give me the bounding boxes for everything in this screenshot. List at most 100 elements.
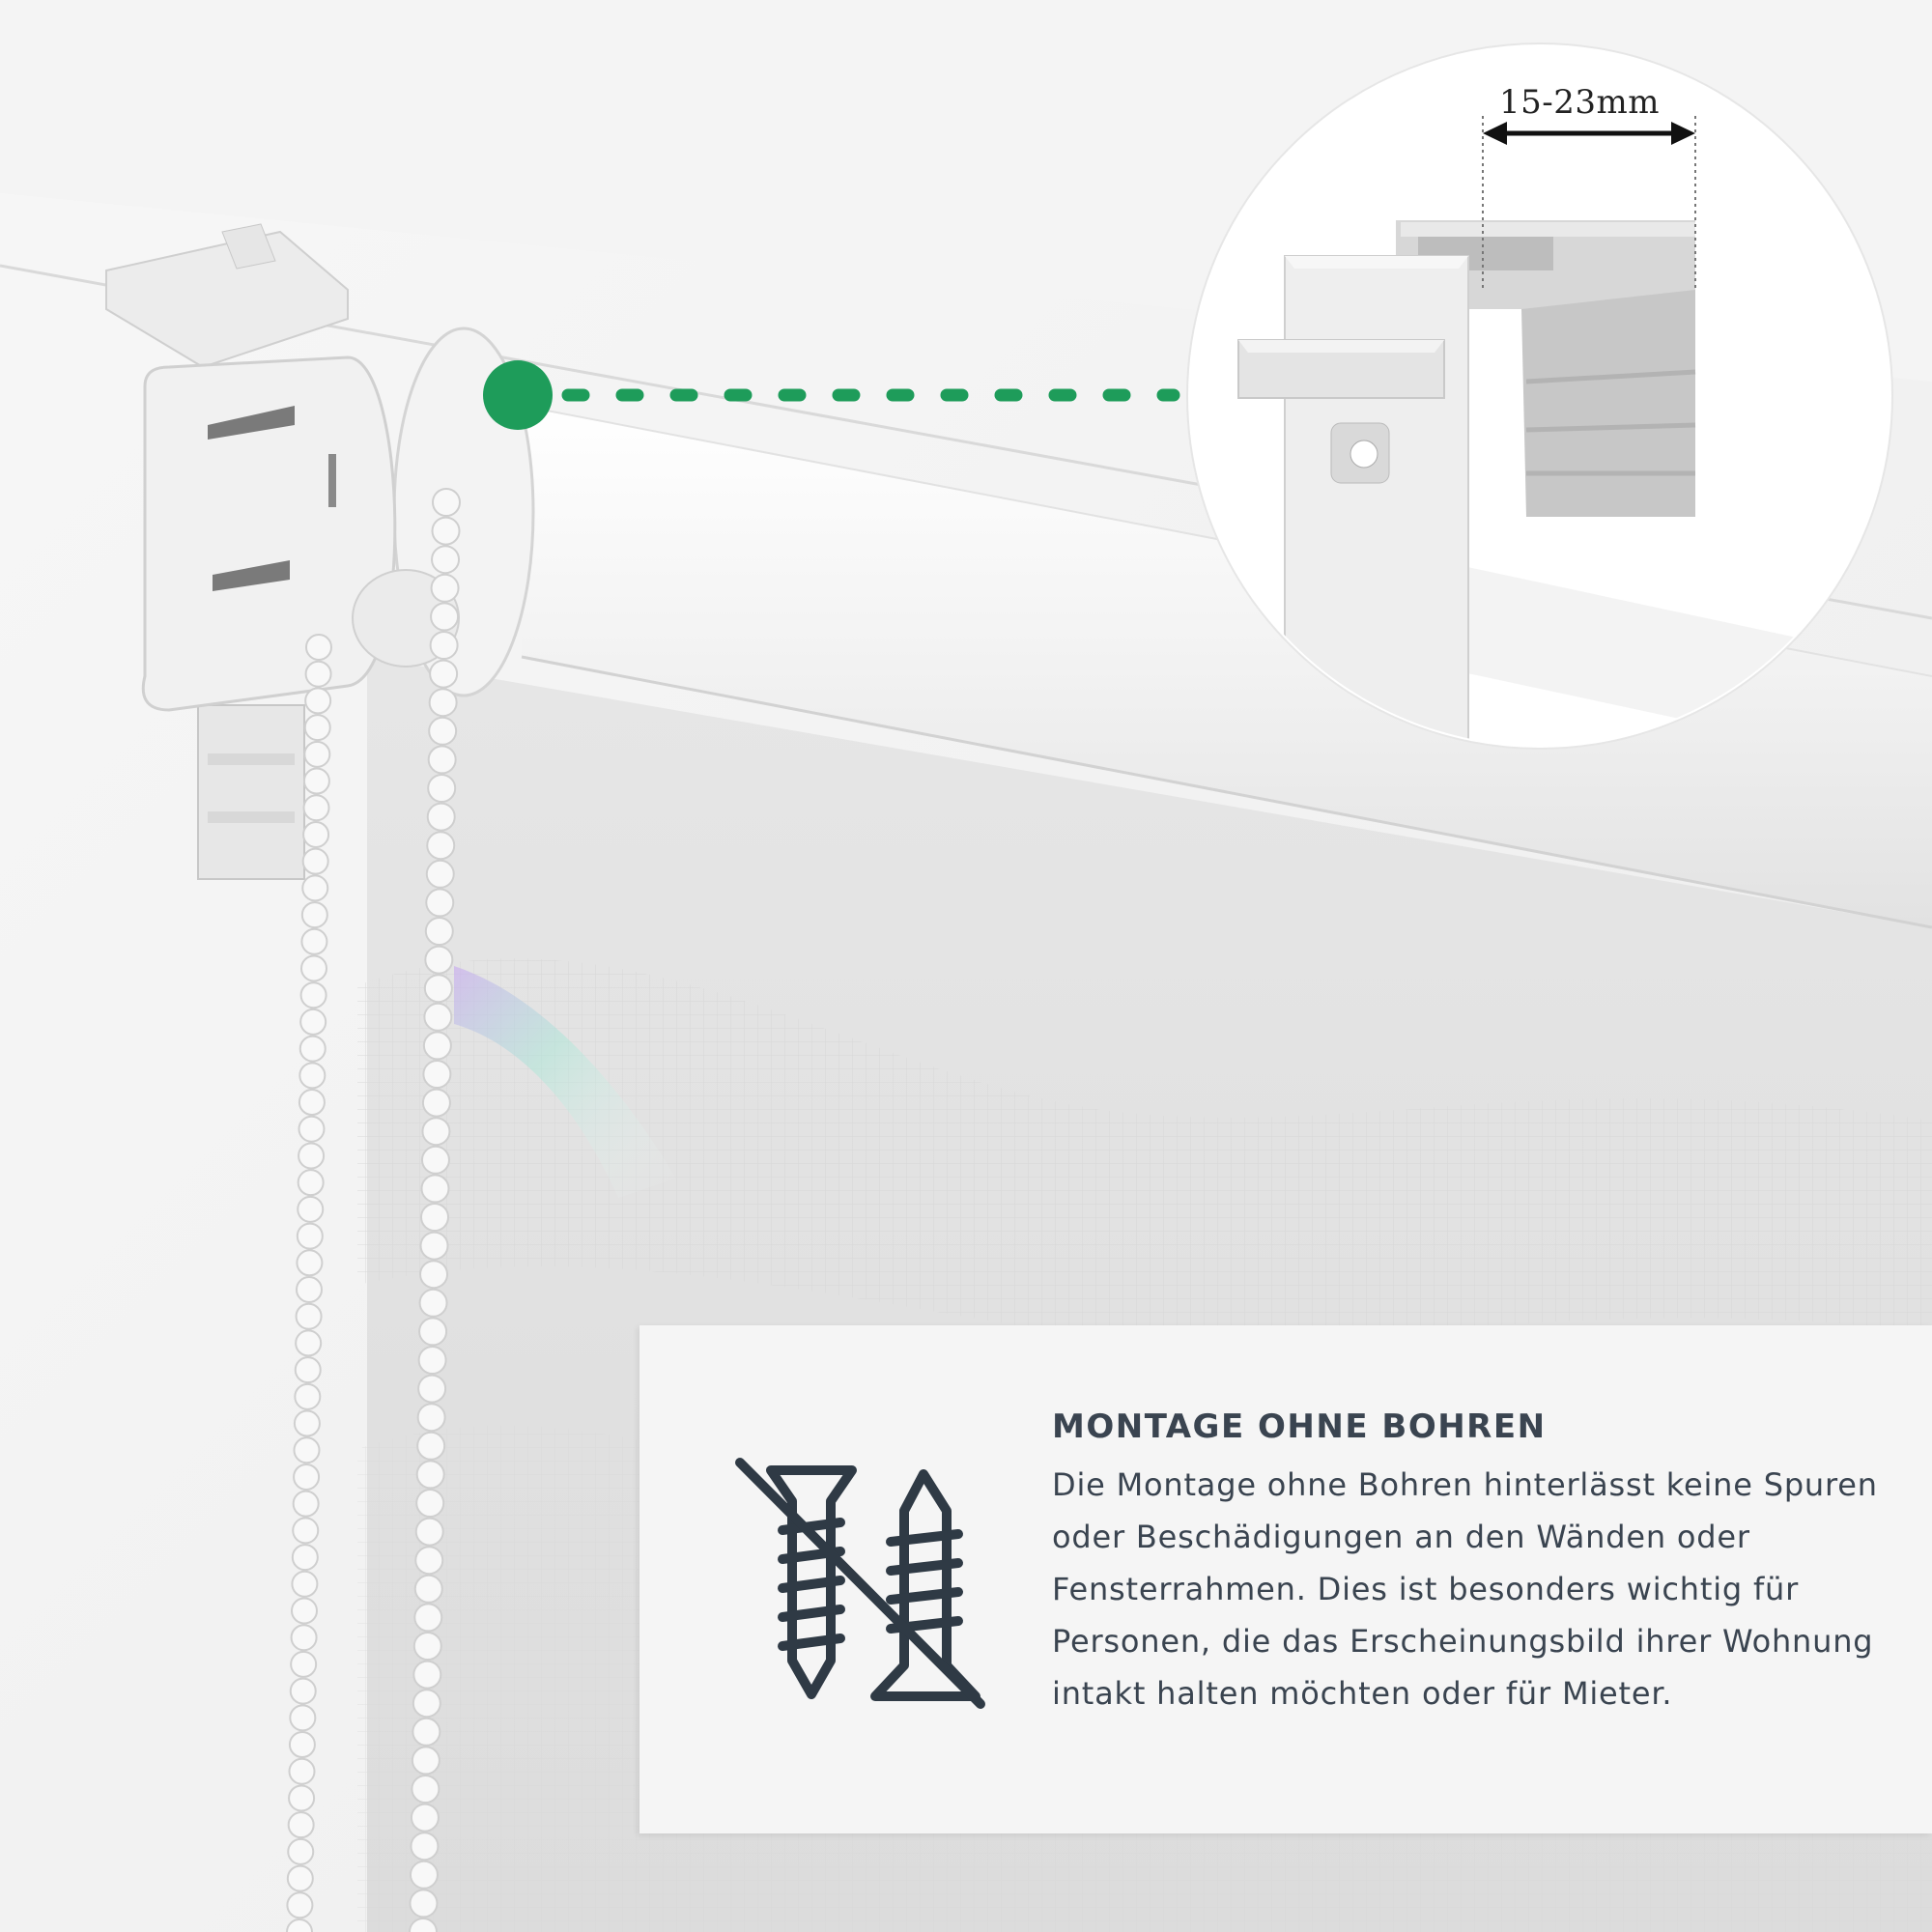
chain-bead (298, 1089, 326, 1117)
chain-bead (287, 1837, 315, 1865)
chain-bead (300, 927, 328, 955)
chain-bead (419, 1231, 449, 1261)
chain-bead (430, 602, 460, 632)
chain-bead (299, 981, 327, 1009)
chain-bead (412, 1689, 441, 1719)
chain-bead (409, 1889, 439, 1918)
chain-bead (418, 1288, 448, 1318)
chain-bead (417, 1374, 447, 1404)
chain-bead (303, 714, 331, 742)
chain-bead (429, 659, 459, 689)
chain-bead (412, 1632, 442, 1661)
info-card: MONTAGE OHNE BOHREN Die Montage ohne Boh… (639, 1325, 1932, 1833)
chain-bead (290, 1650, 318, 1678)
chain-bead (286, 1864, 314, 1892)
chain-bead (428, 716, 458, 746)
connector-dot (483, 360, 553, 430)
chain-bead (421, 1088, 451, 1118)
chain-bead (296, 1222, 324, 1250)
chain-bead (289, 1677, 317, 1705)
chain-bead (429, 631, 459, 660)
chain-bead (305, 634, 332, 661)
chain-bead (416, 1403, 446, 1433)
chain-bead (432, 488, 461, 517)
chain-bead (293, 1463, 321, 1491)
chain-bead (287, 1811, 315, 1839)
chain-bead (409, 1918, 438, 1932)
chain-bead (409, 1860, 439, 1889)
chain-bead (291, 1570, 319, 1598)
chain-bead (417, 1346, 447, 1375)
chain-bead (415, 1489, 445, 1518)
chain-bead (411, 1775, 440, 1804)
chain-bead (410, 1832, 440, 1861)
chain-bead (427, 774, 457, 803)
chain-bead (288, 1784, 316, 1812)
chain-bead (300, 954, 327, 982)
chain-bead (295, 1329, 323, 1357)
chain-bead (296, 1249, 324, 1277)
chain-bead (302, 820, 330, 848)
chain-bead (423, 974, 453, 1004)
chain-bead (302, 767, 330, 795)
chain-bead (410, 1803, 440, 1833)
chain-bead (293, 1436, 321, 1464)
chain-bead (297, 1169, 325, 1197)
chain-bead (421, 1117, 451, 1147)
chain-bead (289, 1704, 317, 1732)
chain-bead (413, 1574, 443, 1604)
chain-bead (419, 1260, 449, 1290)
chain-bead (286, 1891, 314, 1919)
chain-bead (288, 1757, 316, 1785)
chain-bead (418, 1317, 448, 1347)
chain-bead (304, 660, 332, 688)
chain-bead (414, 1517, 444, 1547)
chain-bead (430, 573, 460, 603)
chain-bead (296, 1276, 323, 1303)
chain-bead (412, 1660, 442, 1690)
chain-bead (293, 1409, 321, 1437)
info-body: Die Montage ohne Bohren hinterlässt kein… (1052, 1466, 1878, 1712)
chain-bead (423, 1002, 453, 1032)
chain-bead (427, 745, 457, 775)
chain-bead (425, 888, 455, 918)
chain-bead (292, 1490, 320, 1518)
chain-bead (304, 687, 332, 715)
chain-bead (426, 802, 456, 832)
chain-bead (416, 1431, 446, 1461)
chain-bead (424, 917, 454, 946)
chain-bead (431, 516, 461, 546)
chain-bead (414, 1546, 444, 1576)
chain-bead (294, 1356, 322, 1384)
chain-bead (301, 874, 329, 902)
chain-bead (299, 1008, 327, 1036)
chain-bead (291, 1597, 318, 1625)
chain-bead (422, 1031, 452, 1061)
chain-bead (424, 945, 454, 975)
bead-chain-left (286, 634, 332, 1932)
chain-bead (295, 1302, 323, 1330)
chain-bead (298, 1142, 326, 1170)
chain-bead (426, 831, 456, 861)
dimension-label: 15-23mm (1499, 83, 1660, 122)
chain-bead (431, 545, 461, 575)
chain-bead (291, 1544, 319, 1572)
chain-bead (297, 1195, 325, 1223)
bead-chain-right (409, 488, 461, 1932)
chain-bead (290, 1624, 318, 1652)
no-drilling-screws-icon (735, 1458, 985, 1709)
chain-bead (298, 1035, 327, 1063)
chain-bead (303, 740, 331, 768)
chain-bead (420, 1145, 450, 1175)
chain-bead (294, 1382, 322, 1410)
chain-bead (420, 1174, 450, 1204)
chain-bead (413, 1603, 443, 1633)
chain-bead (298, 1062, 327, 1090)
chain-bead (415, 1460, 445, 1490)
chain-bead (301, 847, 329, 875)
info-title: MONTAGE OHNE BOHREN (1052, 1407, 1547, 1446)
chain-bead (420, 1203, 449, 1232)
chain-bead (422, 1060, 452, 1089)
chain-bead (411, 1746, 440, 1776)
chain-bead (300, 901, 328, 929)
